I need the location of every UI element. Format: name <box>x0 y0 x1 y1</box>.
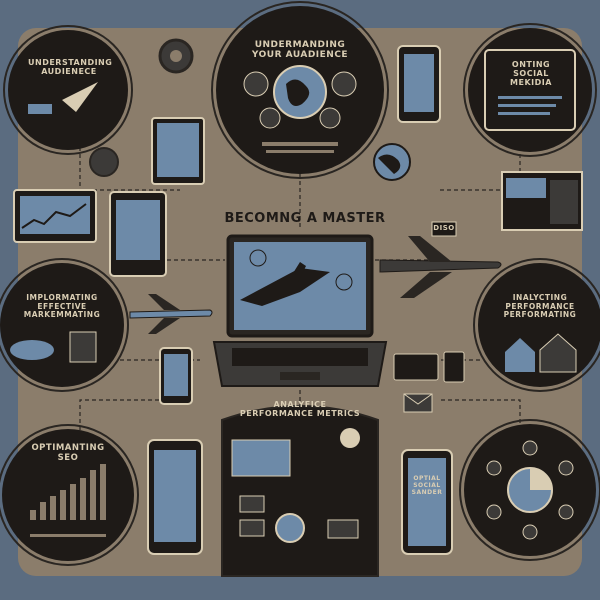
mid-left-circle <box>0 258 129 392</box>
top-right-circle <box>463 23 597 157</box>
label-top-left: UNDERSTANDING AUDIENECE <box>28 58 113 77</box>
airplane-icon <box>379 236 502 298</box>
laptop-mini-icon <box>393 353 439 381</box>
central-laptop <box>212 234 388 387</box>
page-title: BECOMNG A MASTER <box>224 211 386 226</box>
top-left-circle <box>3 25 133 155</box>
badge-box <box>431 221 457 237</box>
label-mid-left: IMPLORMATING EFFECTIVE MARKEMMATING <box>23 293 101 320</box>
label-top-right: ONTING SOCIAL MEKIDIA <box>510 60 552 88</box>
label-bottom-left: OPTIMANTING SEO <box>31 443 105 463</box>
badge-label: DISO <box>433 224 455 232</box>
label-bottom-center: ANALYFICE PERFORMANCE METRICS <box>239 400 361 419</box>
label-bottom-right: OPTIAL SOCIAL SANDER <box>411 475 443 496</box>
bottom-left-circle <box>0 424 139 566</box>
label-mid-right: INALYCTING PERFORMANCE PERFORMATING <box>503 293 577 320</box>
airplane-small-icon <box>129 294 213 334</box>
mid-right-circle <box>473 258 600 392</box>
top-center-circle <box>211 1 389 179</box>
bottom-center-panel <box>221 405 379 577</box>
bottom-right-circle <box>459 419 600 561</box>
globe-small-icon <box>89 147 119 177</box>
document-stack-icon <box>501 171 583 231</box>
label-top-center: UNDERMANDING YOUR AUADIENCE <box>251 40 349 61</box>
